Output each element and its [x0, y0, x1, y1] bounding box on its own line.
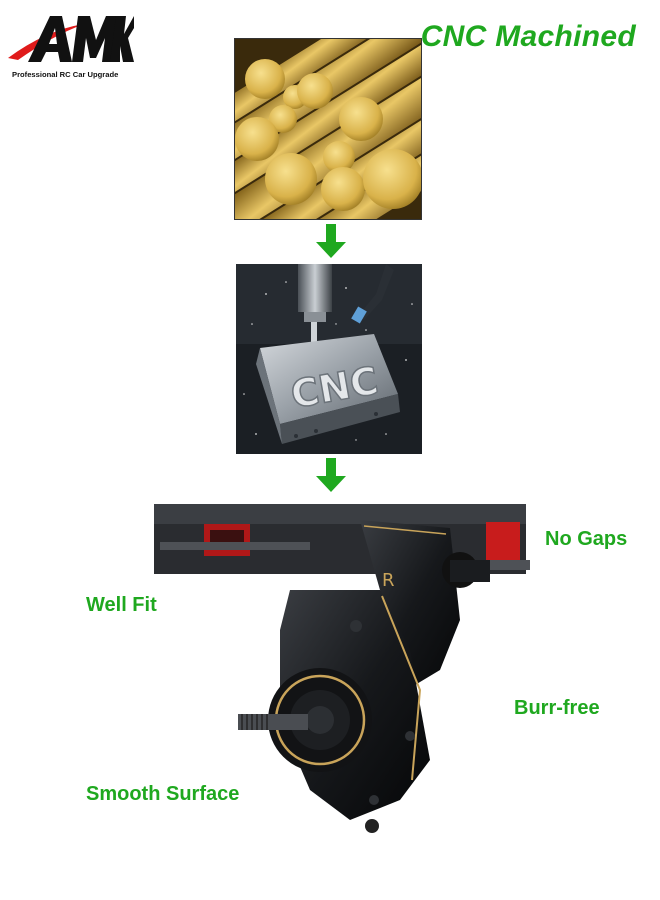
feature-well-fit: Well Fit	[86, 594, 157, 616]
page-title: CNC Machined	[420, 20, 636, 53]
feature-smooth-surface: Smooth Surface	[86, 783, 240, 805]
down-arrow-icon	[316, 458, 346, 492]
down-arrow-icon	[316, 224, 346, 258]
feature-no-gaps: No Gaps	[545, 528, 628, 550]
amk-logo-mark	[8, 16, 134, 62]
brass-rods-image	[234, 38, 422, 220]
cnc-milling-image: CNC	[236, 264, 422, 454]
feature-burr-free: Burr-free	[514, 697, 600, 719]
logo-tagline: Professional RC Car Upgrade	[12, 70, 119, 79]
axle-part-image: R	[150, 500, 530, 860]
brand-logo: Professional RC Car Upgrade	[6, 10, 134, 79]
part-marking-r: R	[382, 570, 395, 591]
